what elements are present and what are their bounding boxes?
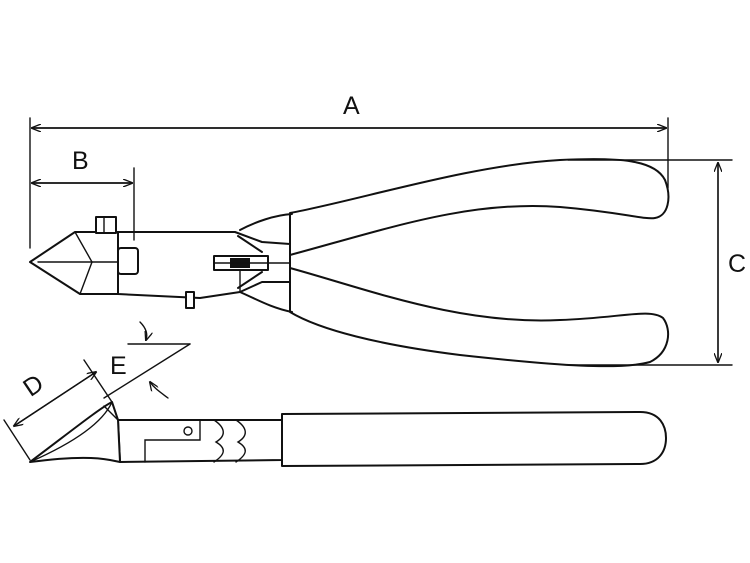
dimension-a: A — [29, 92, 669, 249]
lower-handle — [289, 267, 670, 368]
upper-handle — [289, 158, 670, 256]
pliers-side-view — [29, 401, 667, 467]
dimension-e-label: E — [110, 352, 127, 380]
adjust-screw — [95, 216, 117, 234]
side-handle — [281, 411, 667, 467]
pliers-top-view — [29, 158, 670, 368]
dimension-e: E — [103, 321, 191, 399]
cutting-head — [29, 231, 119, 295]
dimension-c-label: C — [728, 250, 746, 278]
dimension-c: C — [567, 159, 746, 366]
pivot-plate — [117, 247, 139, 275]
dimension-b-label: B — [72, 147, 89, 175]
stop-pin — [185, 291, 195, 309]
dimension-b: B — [32, 147, 135, 241]
dimension-a-label: A — [343, 92, 360, 120]
dimension-d-label: D — [18, 369, 49, 402]
